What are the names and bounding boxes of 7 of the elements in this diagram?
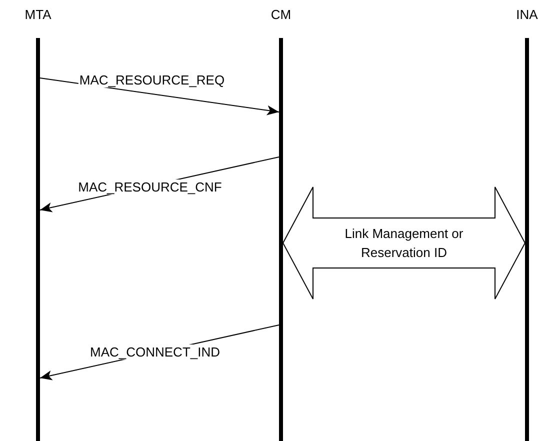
message-arrow <box>40 78 280 116</box>
participant-label: CM <box>270 7 292 22</box>
message-label: MAC_RESOURCE_REQ <box>78 72 226 88</box>
message-label: MAC_CONNECT_IND <box>89 344 221 360</box>
participant-label: MTA <box>24 7 52 22</box>
message-label: MAC_RESOURCE_CNF <box>77 180 223 194</box>
participant-label: INA <box>516 7 538 22</box>
